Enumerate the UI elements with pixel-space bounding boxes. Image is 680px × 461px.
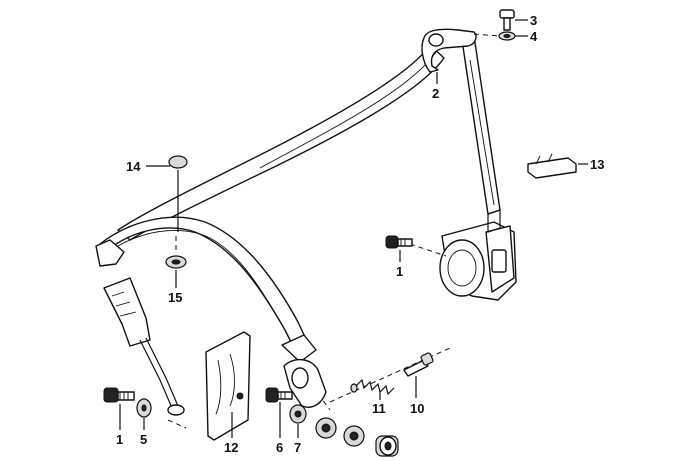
belt-anchor-plate bbox=[103, 277, 185, 416]
spring-axis-leader bbox=[329, 347, 451, 403]
callout-5: 5 bbox=[140, 432, 147, 447]
lower-strap-leader bbox=[301, 371, 331, 411]
callout-leaders bbox=[119, 19, 588, 438]
callout-2: 2 bbox=[432, 86, 439, 101]
retractor-bolt bbox=[385, 235, 413, 249]
top-bolt bbox=[499, 9, 515, 31]
callout-1-lower: 1 bbox=[116, 432, 123, 447]
lap-belt-strap bbox=[95, 216, 317, 363]
callout-11: 11 bbox=[372, 401, 386, 416]
anchor-leader bbox=[167, 419, 187, 429]
upper-belt-strap bbox=[117, 35, 501, 241]
spacer-bushing bbox=[343, 425, 365, 447]
pivot-pin bbox=[403, 352, 434, 377]
callout-10: 10 bbox=[410, 401, 424, 416]
lower-center-bolt bbox=[265, 387, 293, 403]
callout-6: 6 bbox=[276, 440, 283, 455]
lower-center-washer bbox=[289, 404, 307, 424]
callout-13: 13 bbox=[590, 157, 604, 172]
lower-left-bolt bbox=[103, 387, 135, 403]
spacer-ring bbox=[315, 417, 337, 439]
belt-retractor bbox=[439, 209, 517, 301]
callout-1-retractor: 1 bbox=[396, 264, 403, 279]
top-bolt-leader bbox=[473, 33, 501, 37]
callout-4: 4 bbox=[530, 29, 538, 44]
grommet bbox=[165, 255, 187, 269]
mounting-bracket bbox=[205, 331, 251, 441]
callout-3: 3 bbox=[530, 13, 537, 28]
retractor-bolt-leader bbox=[409, 243, 447, 257]
lower-left-washer bbox=[136, 398, 152, 418]
coil-spring bbox=[350, 378, 395, 396]
top-washer bbox=[498, 31, 516, 41]
callout-15: 15 bbox=[168, 290, 182, 305]
trim-cover bbox=[527, 153, 577, 179]
cover-cap bbox=[168, 155, 188, 232]
spacer-sleeve bbox=[375, 435, 399, 457]
callout-7: 7 bbox=[294, 440, 301, 455]
strap-end-loop bbox=[283, 359, 327, 408]
callout-14: 14 bbox=[126, 159, 141, 174]
callout-12: 12 bbox=[224, 440, 238, 455]
upper-belt-guide bbox=[421, 28, 477, 73]
